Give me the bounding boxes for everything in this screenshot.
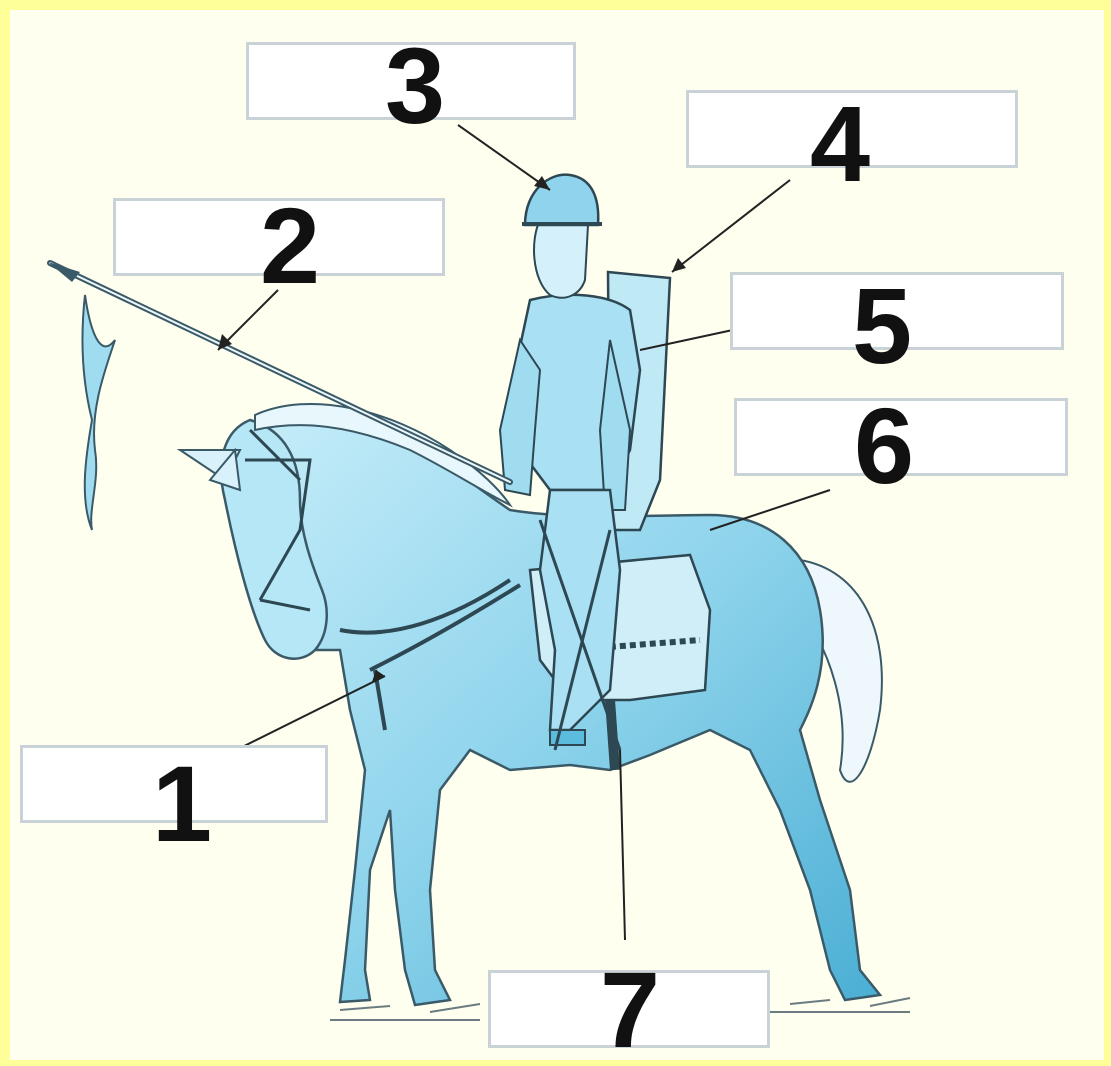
leader-line-4 [672, 180, 790, 272]
rider-face [534, 220, 588, 298]
lance-tip [48, 262, 80, 282]
leader-line-6 [710, 490, 830, 530]
label-number-2: 2 [260, 192, 320, 300]
pennant [82, 295, 115, 530]
helmet [525, 175, 598, 225]
label-number-5: 5 [852, 272, 912, 380]
leader-line-3 [458, 125, 550, 190]
label-number-7: 7 [600, 956, 660, 1060]
label-number-4: 4 [810, 90, 870, 198]
stirrup [550, 730, 585, 745]
label-number-1: 1 [152, 750, 212, 858]
label-number-6: 6 [854, 392, 914, 500]
rider-arm [500, 340, 540, 495]
leader-line-7 [620, 750, 625, 940]
worksheet: 1 2 3 4 5 6 7 [10, 10, 1104, 1060]
label-number-3: 3 [385, 32, 445, 140]
